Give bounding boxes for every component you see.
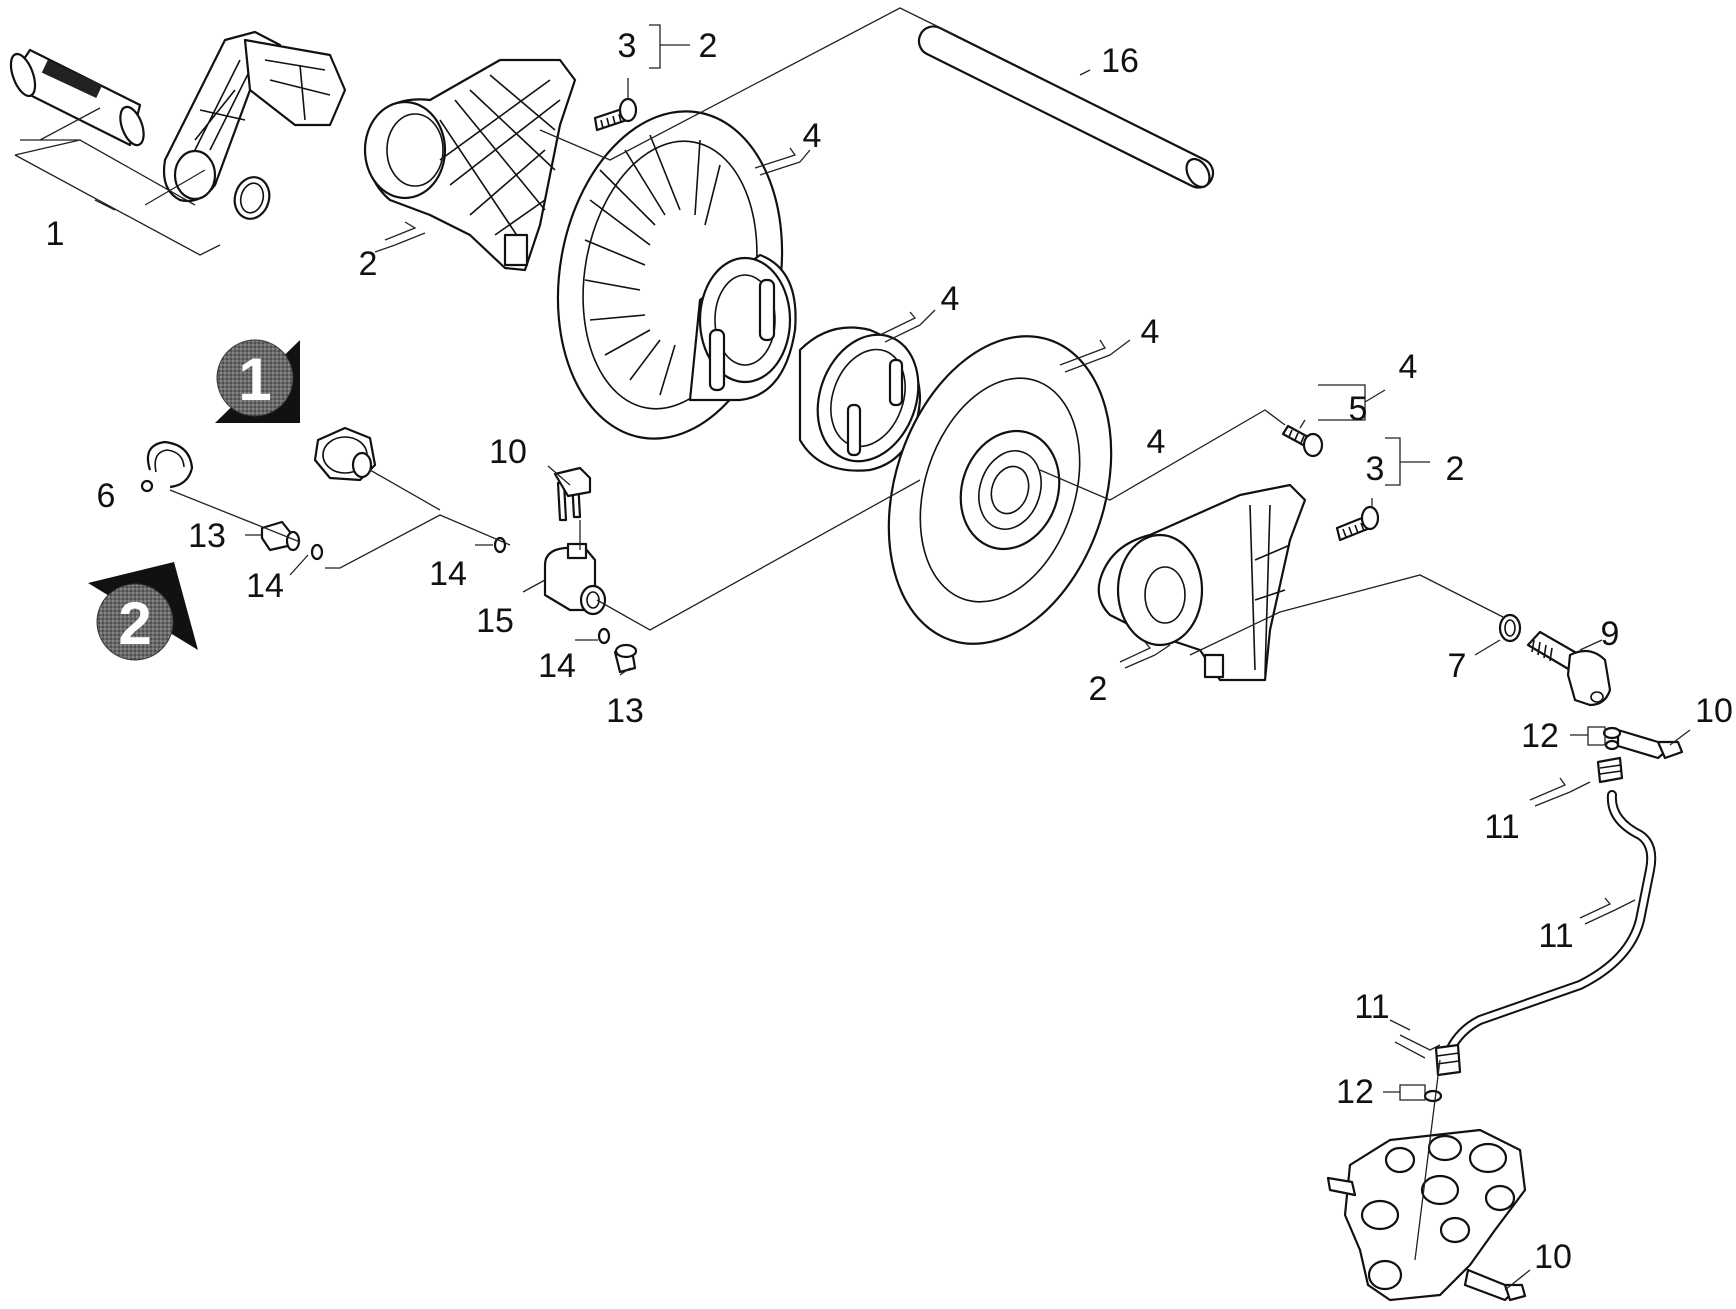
- plug-part-lower: [613, 643, 638, 674]
- callout-11-middle: 11: [1538, 917, 1573, 955]
- retaining-clip-part-bottom: [1463, 1268, 1527, 1302]
- circlip-part: [140, 440, 194, 493]
- screw-part-right: [1335, 505, 1380, 542]
- callout-4-c: 4: [1141, 313, 1160, 351]
- callout-6: 6: [97, 477, 116, 515]
- screw-part-middle: [1281, 424, 1324, 458]
- callout-5: 5: [1349, 390, 1368, 428]
- o-ring-part-14c: [597, 627, 611, 645]
- left-housing-bracket-part: [363, 58, 577, 272]
- callout-13-lower: 13: [606, 692, 644, 730]
- callout-14-lower: 14: [538, 647, 576, 685]
- callout-2-right: 2: [1089, 670, 1108, 708]
- callout-1: 1: [46, 215, 65, 253]
- handle-o-ring-part: [233, 176, 271, 220]
- callout-11-lower: 11: [1354, 988, 1389, 1026]
- callout-2-top: 2: [699, 27, 718, 65]
- callout-14-middle: 14: [429, 555, 467, 593]
- callout-3-top: 3: [618, 27, 637, 65]
- callout-2-left: 2: [359, 245, 378, 283]
- hose-connector-part: [543, 542, 607, 616]
- retaining-clip-part-top: [553, 466, 592, 522]
- step-marker-2: 2: [88, 562, 198, 661]
- reel-drum-rear-part: [887, 335, 1113, 645]
- hose-guide-tube-part: [917, 25, 1215, 189]
- swivel-connector-part: [313, 426, 377, 482]
- svg-text:2: 2: [118, 590, 151, 657]
- callout-14-left: 14: [246, 567, 284, 605]
- step-marker-1: 1: [215, 339, 300, 423]
- right-housing-bracket-part: [1097, 483, 1307, 682]
- callout-4-a: 4: [803, 117, 822, 155]
- callout-16: 16: [1101, 42, 1139, 80]
- reel-hub-ring-part: [798, 326, 922, 472]
- callout-9: 9: [1601, 615, 1620, 653]
- plug-part-left: [260, 520, 301, 552]
- screw-part-top: [593, 97, 638, 132]
- callout-4-d: 4: [1399, 348, 1418, 386]
- elbow-connector-part: [1526, 630, 1612, 707]
- hose-fitting-part-upper: [1596, 756, 1624, 784]
- callout-3-right: 3: [1366, 450, 1385, 488]
- callout-10-right: 10: [1695, 692, 1733, 730]
- o-ring-part-14a: [310, 543, 324, 561]
- callout-10-bottom: 10: [1534, 1238, 1572, 1276]
- crank-arm-part: [162, 30, 347, 203]
- svg-text:1: 1: [238, 346, 271, 413]
- callout-13-left: 13: [188, 517, 226, 555]
- callout-15: 15: [476, 602, 514, 640]
- pump-head-part: [1326, 1128, 1527, 1302]
- callout-11-upper: 11: [1484, 808, 1519, 846]
- leader-lines: [14, 7, 1691, 1291]
- callout-4-b: 4: [941, 280, 960, 318]
- callout-10-top: 10: [489, 433, 527, 471]
- callout-12-upper: 12: [1521, 717, 1559, 755]
- callout-7: 7: [1448, 647, 1467, 685]
- seal-part-12a: [1602, 726, 1622, 751]
- callout-labels: 1 2 3 2 16 4 4 4 4 5 4 3 2 2 10 6 13 14 …: [46, 27, 1733, 1276]
- washer-part: [1498, 613, 1522, 643]
- reel-drum-front-part: [556, 110, 797, 440]
- handle-grip-part: [9, 48, 145, 147]
- hose-fitting-part-lower: [1434, 1043, 1462, 1077]
- callout-2-right-top: 2: [1446, 450, 1465, 488]
- callout-12-lower: 12: [1336, 1073, 1374, 1111]
- seal-part-12b: [1423, 1089, 1443, 1103]
- callout-4-e: 4: [1147, 423, 1166, 461]
